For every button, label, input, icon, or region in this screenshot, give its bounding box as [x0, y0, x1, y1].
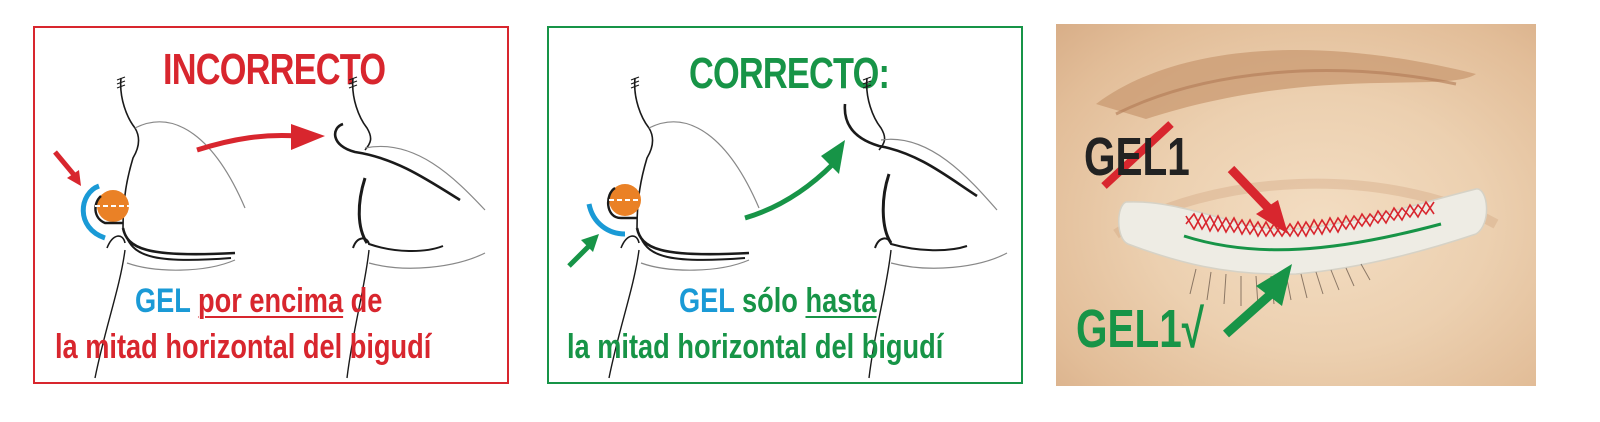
incorrect-caption-line2: la mitad horizontal del bigudí [55, 328, 432, 366]
right-gel-label: GEL1√ [1076, 299, 1205, 359]
arrow-icon [581, 234, 599, 252]
caption-underlined: por encima [197, 282, 344, 320]
incorrect-panel: INCORRECTO GEL por enci [33, 26, 509, 384]
caption-underlined: hasta [805, 282, 877, 320]
wrong-gel-label: GEL1 [1084, 127, 1190, 187]
eye-photo-illustration [1096, 49, 1499, 338]
gel-icon [586, 203, 626, 237]
eye-photo-panel: GEL1 GEL1√ [1056, 24, 1536, 386]
caption-plain: sólo [741, 282, 798, 320]
arrow-right-icon [291, 124, 325, 150]
gel-icon [80, 183, 106, 241]
incorrect-caption-line1: GEL por encima de [135, 284, 382, 318]
strike-icon [1101, 121, 1174, 189]
arrow-up-right-icon [821, 140, 845, 174]
correct-title: CORRECTO: [689, 49, 890, 98]
caption-rest: de [350, 282, 383, 320]
incorrect-title: INCORRECTO [163, 45, 386, 94]
gel-word: GEL [679, 282, 735, 320]
eyebrow [1096, 49, 1476, 119]
correct-panel: CORRECTO: GEL sólo hasta la mitad horizo… [547, 26, 1023, 384]
incorrect-eye-diagram [53, 76, 486, 379]
correct-caption-line2: la mitad horizontal del bigudí [567, 328, 944, 366]
correct-eye-diagram [567, 76, 1008, 379]
gel-correct-line [1183, 222, 1442, 252]
gel-word: GEL [135, 282, 191, 320]
arrow-icon [67, 170, 81, 186]
red-arrow-icon [1256, 200, 1288, 234]
green-arrow-icon [1256, 264, 1292, 306]
correct-caption-line1: GEL sólo hasta [679, 284, 877, 318]
